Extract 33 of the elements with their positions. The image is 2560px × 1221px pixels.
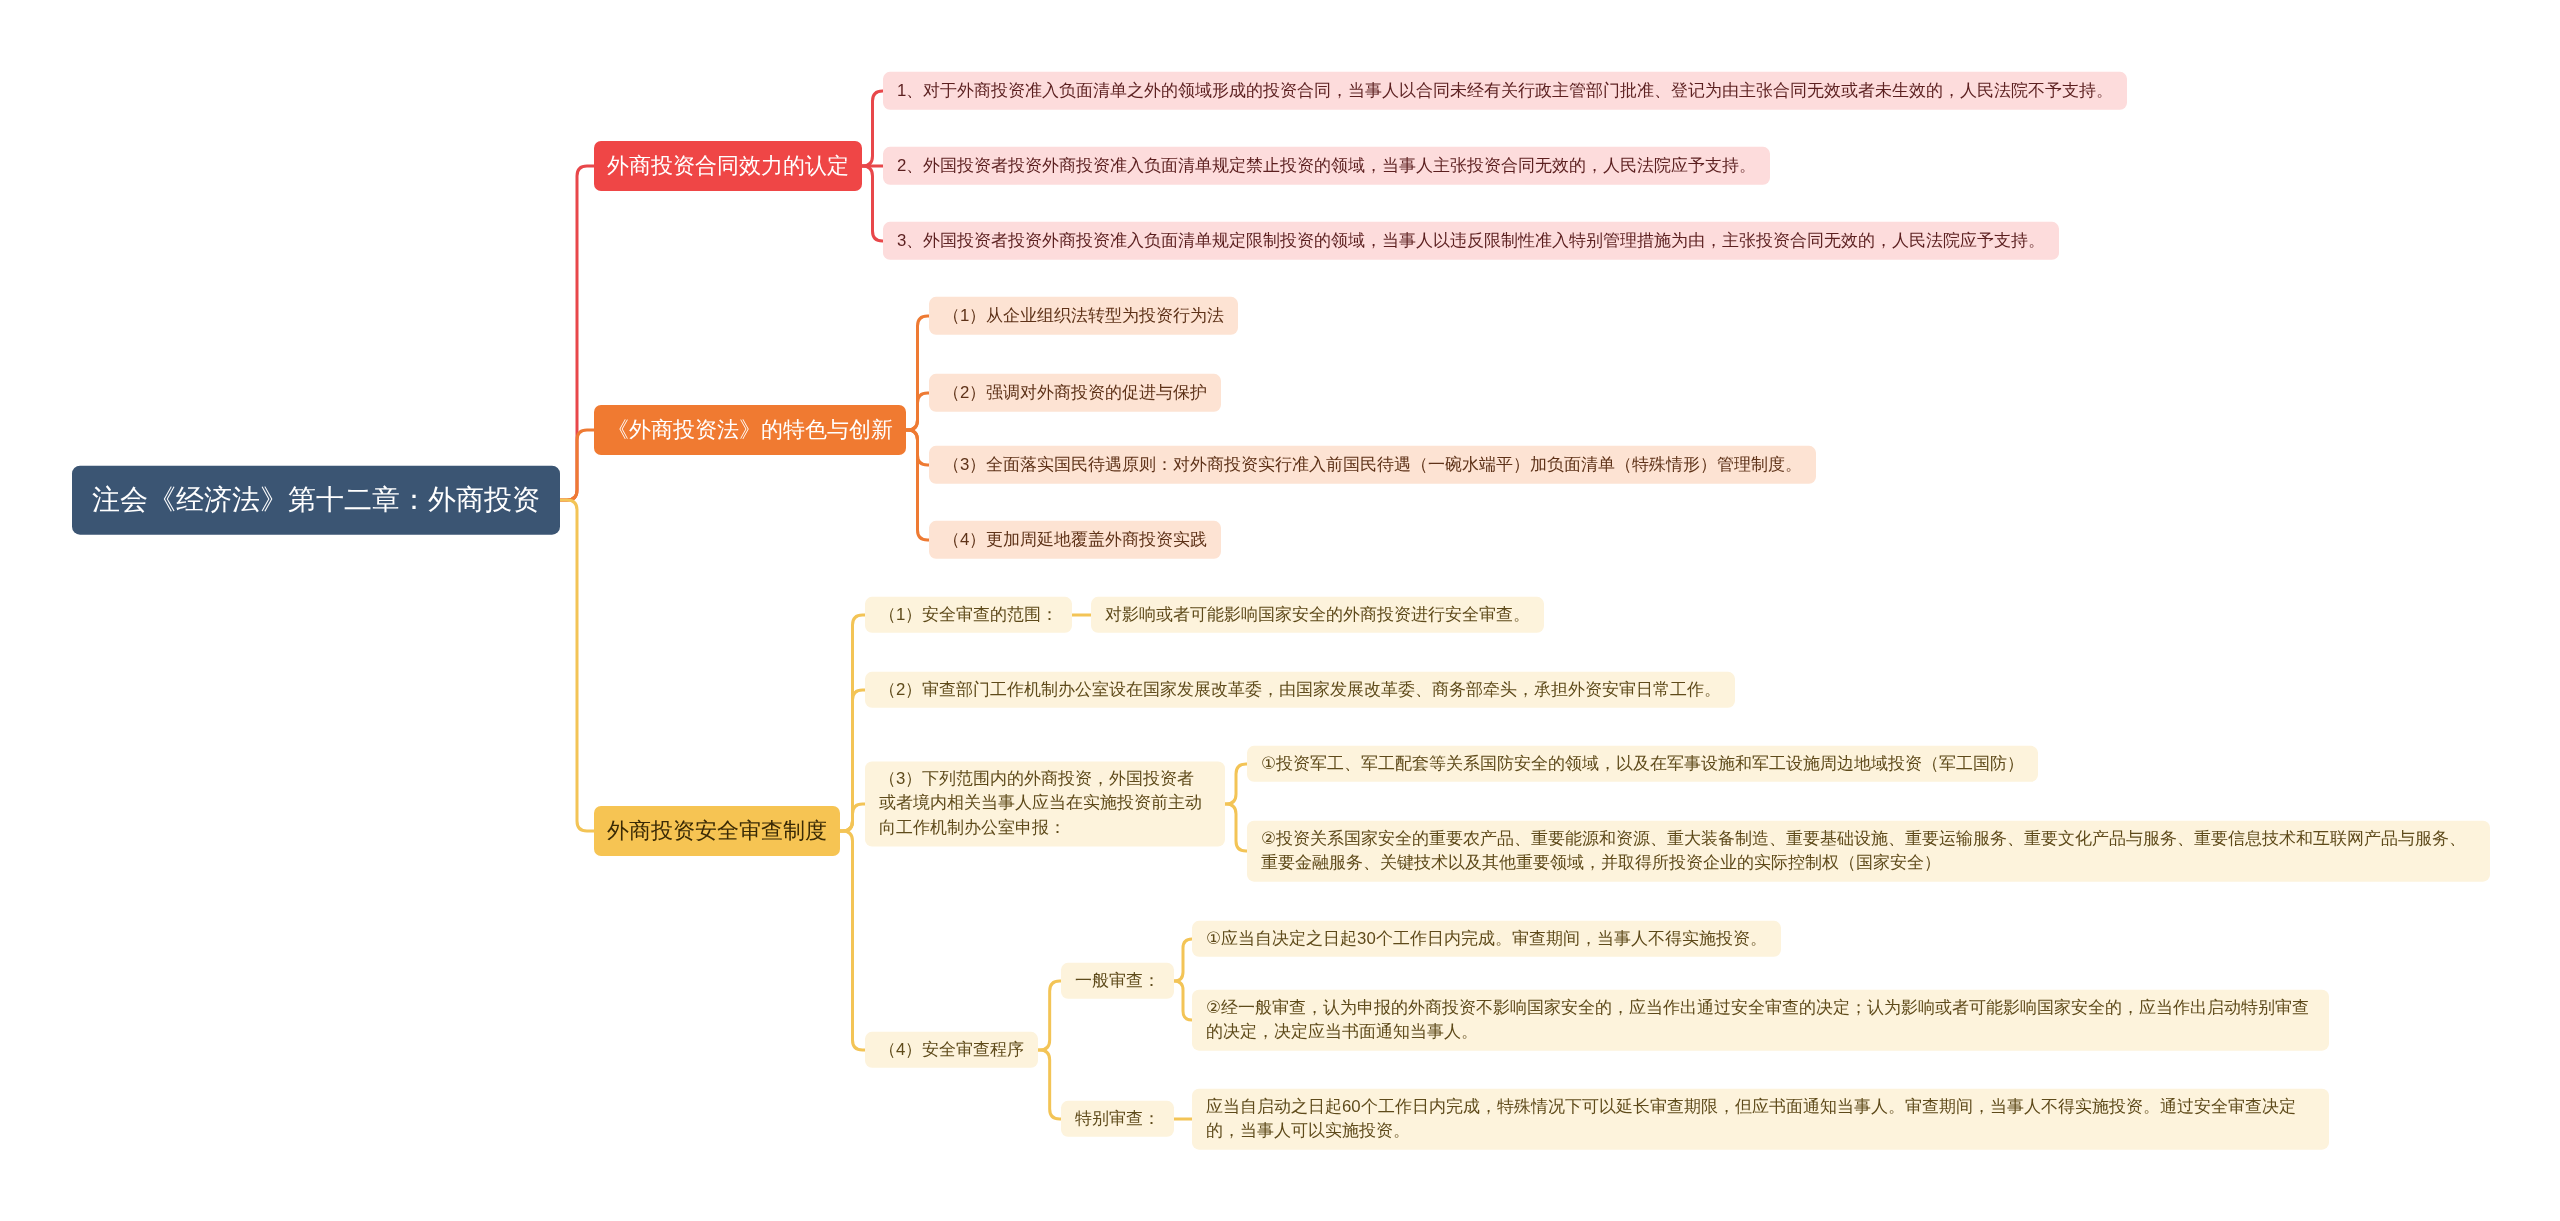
subtopic-box: ①应当自决定之日起30个工作日内完成。审查期间，当事人不得实施投资。 <box>1192 920 1781 958</box>
subtopic-box: 2、外国投资者投资外商投资准入负面清单规定禁止投资的领域，当事人主张投资合同无效的，人民法院应予支持。 <box>883 146 1771 186</box>
connector-line <box>1172 937 1194 983</box>
connector-line <box>558 498 596 833</box>
subtopic-box: （3）全面落实国民待遇原则：对外商投资实行准入前国民待遇（一碗水端平）加负面清单（特殊情形）管理制度。 <box>929 445 1817 485</box>
subtopic-box: ②经一般审查，认为申报的外商投资不影响国家安全的，应当作出通过安全审查的决定；认为影响或者可能影响国家安全的，应当作出启动特别审查的决定，决定应当书面通知当事人。 <box>1192 989 2329 1051</box>
connector-line <box>1223 762 1249 806</box>
subtopic-box: ②投资关系国家安全的重要农产品、重要能源和资源、重大装备制造、重要基础设施、重要运输服务、重要文化产品与服务、重要信息技术和互联网产品与服务、重要金融服务、关键技术以及其他重要领域，并取得所投资企业的实际控制权（国家安全） <box>1247 820 2490 882</box>
connector-line <box>838 829 867 1052</box>
connector-line <box>860 164 885 243</box>
subtopic-box: 特别审查： <box>1061 1100 1174 1138</box>
connector-line <box>1172 1117 1194 1121</box>
subtopic-box: ①投资军工、军工配套等关系国防安全的领域，以及在军事设施和军工设施周边地域投资（军工国防） <box>1247 745 2039 783</box>
subtopic-box: （3）下列范围内的外商投资，外国投资者或者境内相关当事人应当在实施投资前主动向工作机制办公室申报： <box>865 761 1225 847</box>
subtopic-box: 应当自启动之日起60个工作日内完成，特殊情况下可以延长审查期限，但应书面通知当事人。审查期间，当事人不得实施投资。通过安全审查决定的，当事人可以实施投资。 <box>1192 1088 2329 1150</box>
connector-line <box>1223 802 1249 853</box>
topic-box: 外商投资安全审查制度 <box>594 806 840 856</box>
topic-box: 《外商投资法》的特色与创新 <box>594 405 906 455</box>
connector-line <box>1172 979 1194 1022</box>
subtopic-box: （4）安全审查程序 <box>865 1031 1039 1069</box>
connector-line <box>904 428 931 542</box>
topic-box: 外商投资合同效力的认定 <box>594 141 862 191</box>
subtopic-box: （2）审查部门工作机制办公室设在国家发展改革委，由国家发展改革委、商务部牵头，承担外资安审日常工作。 <box>865 671 1736 709</box>
subtopic-box: 3、外国投资者投资外商投资准入负面清单规定限制投资的领域，当事人以违反限制性准入特别管理措施为由，主张投资合同无效的，人民法院应予支持。 <box>883 221 2060 261</box>
subtopic-box: （4）更加周延地覆盖外商投资实践 <box>929 520 1222 560</box>
root-topic-box: 注会《经济法》第十二章：外商投资 <box>72 465 560 535</box>
subtopic-box: 对影响或者可能影响国家安全的外商投资进行安全审查。 <box>1091 596 1544 634</box>
subtopic-box: 1、对于外商投资准入负面清单之外的领域形成的投资合同，当事人以合同未经有关行政主管部门批准、登记为由主张合同无效或者未生效的，人民法院不予支持。 <box>883 71 2128 111</box>
connector-line <box>860 89 885 168</box>
subtopic-box: 一般审查： <box>1061 962 1174 1000</box>
subtopic-box: （1）安全审查的范围： <box>865 596 1073 634</box>
subtopic-box: （1）从企业组织法转型为投资行为法 <box>929 296 1239 336</box>
subtopic-box: （2）强调对外商投资的促进与保护 <box>929 373 1222 413</box>
